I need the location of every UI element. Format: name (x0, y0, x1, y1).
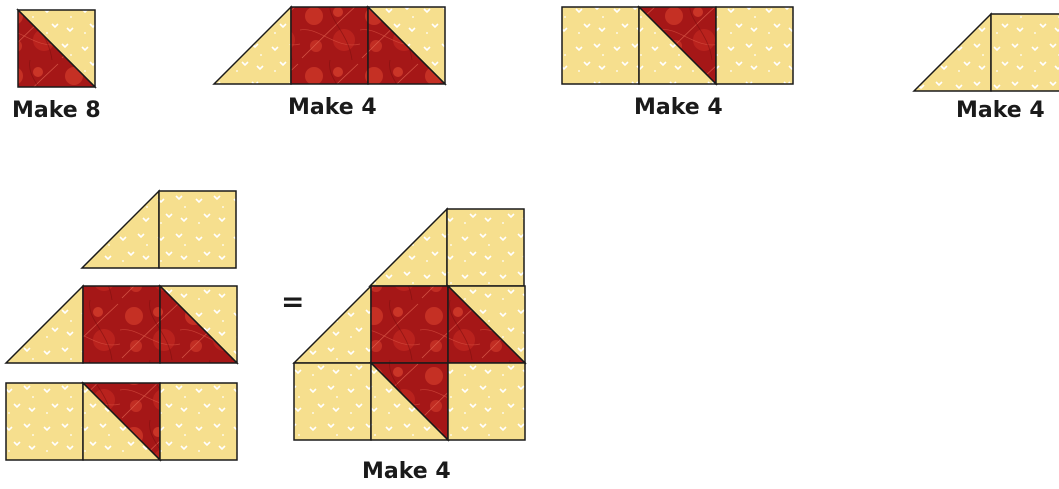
unit2-hst-lower (367, 5, 447, 85)
label-final-block: Make 4 (362, 459, 451, 484)
final-r1-triangle (368, 207, 448, 287)
label-unit-4: Make 4 (956, 98, 1045, 123)
row2-triangle (4, 284, 84, 364)
label-unit-1: Make 8 (12, 98, 101, 123)
final-r2-triangle (292, 284, 372, 364)
row1-square (158, 190, 237, 269)
row1-triangle (80, 189, 160, 269)
unit3-yellow-left (561, 6, 640, 85)
row2-red-square (82, 285, 161, 364)
final-r1-square (446, 208, 525, 287)
unit3-yellow-right (715, 6, 794, 85)
row3-yellow-right (159, 382, 238, 461)
unit4-triangle (912, 12, 992, 92)
row2-hst-lower (159, 284, 239, 364)
unit2-red-square (290, 6, 369, 85)
final-r3-yellow-right (447, 362, 526, 441)
equals-sign: = (281, 285, 305, 318)
unit1-hst-lower (17, 8, 97, 88)
final-r3-yellow-left (293, 362, 372, 441)
row3-hst-lower (82, 381, 162, 461)
unit2-triangle (212, 5, 292, 85)
unit4-square (990, 13, 1059, 92)
label-unit-2: Make 4 (288, 95, 377, 120)
final-r2-red-square (370, 285, 449, 364)
final-r3-hst-lower (370, 361, 450, 441)
unit3-hst-lower (638, 5, 718, 85)
quilt-units (4, 5, 1059, 462)
row3-yellow-left (5, 382, 84, 461)
label-unit-3: Make 4 (634, 95, 723, 120)
